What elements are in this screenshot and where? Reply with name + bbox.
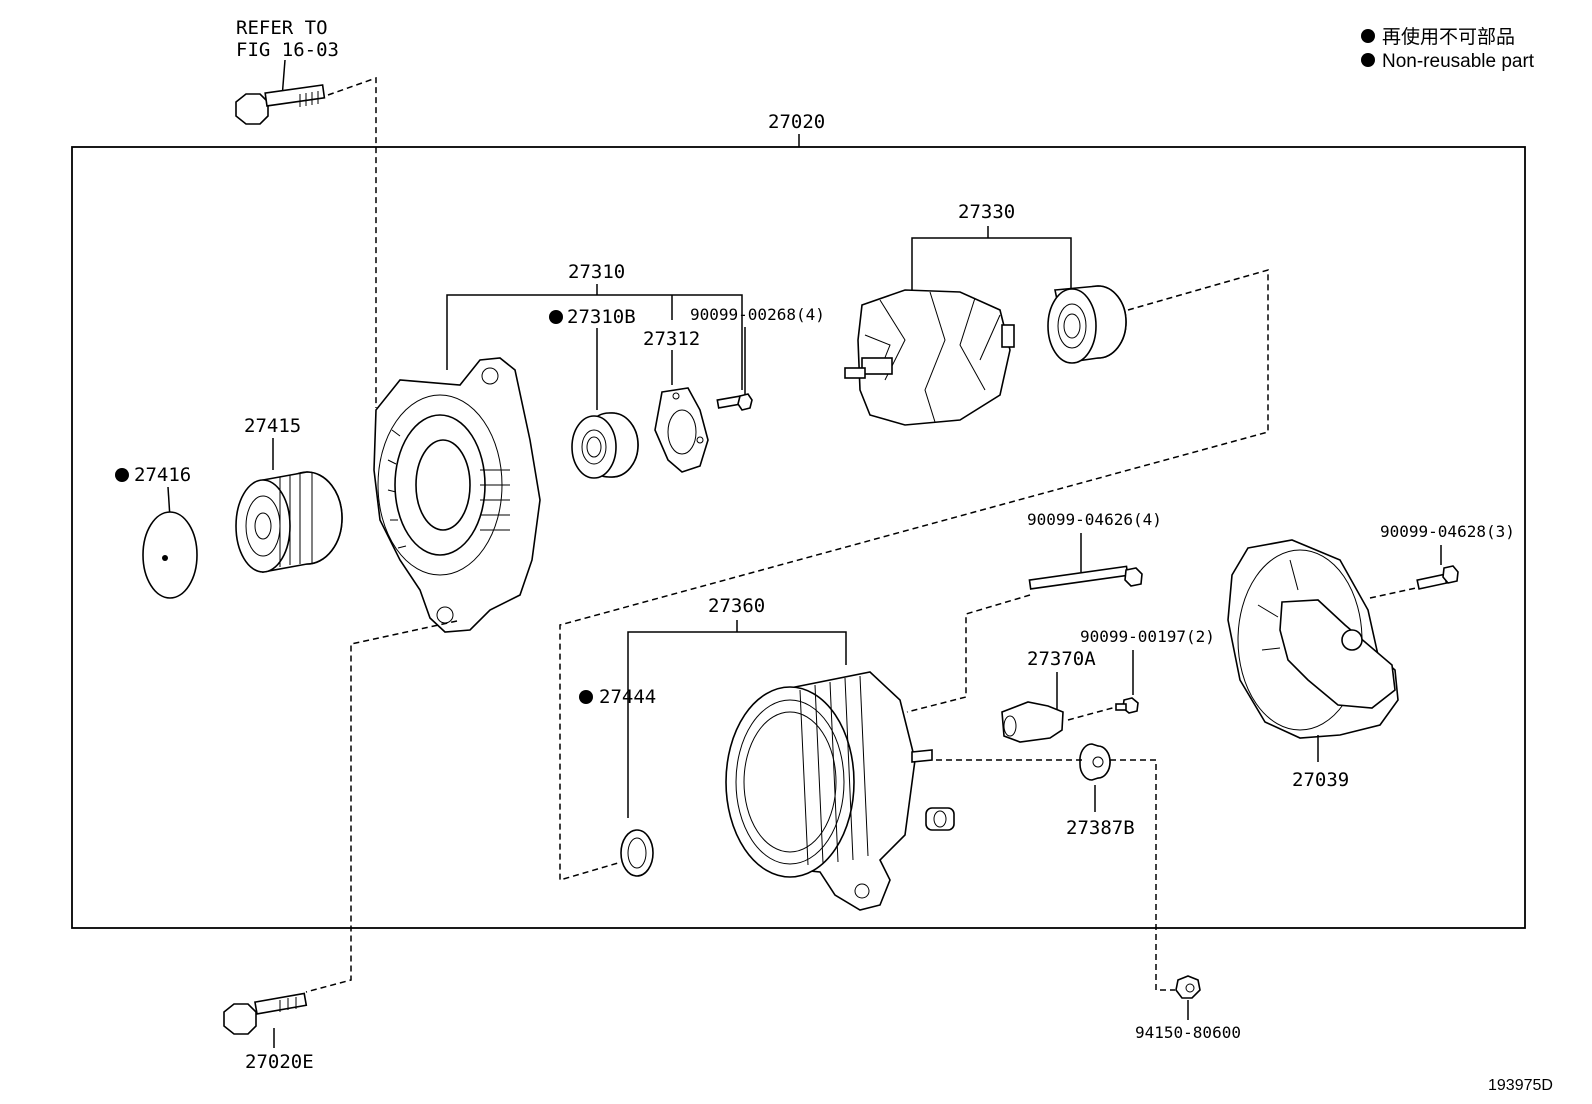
retainer-part [654,387,709,473]
refer-line2[interactable]: FIG 16-03 [236,39,339,61]
small-screw-part [1115,697,1139,714]
rear-bearing-part [1047,285,1127,364]
top-bolt [235,59,326,125]
callout-90099-04626[interactable]: 90099-04626(4) [1027,510,1162,529]
front-bearing-part [571,412,639,479]
callout-27416[interactable]: 27416 [134,464,191,486]
rear-cover-part [1227,539,1399,739]
leader-long-bolt [906,594,1031,713]
callout-27387b[interactable]: 27387B [1066,817,1135,839]
callout-27330[interactable]: 27330 [958,201,1015,223]
legend-jp: 再使用不可部品 [1382,26,1515,48]
leader-short-bolt [1369,587,1417,599]
figure-id: 193975D [1488,1077,1553,1094]
brush-holder-part [1001,701,1064,743]
callout-27444[interactable]: 27444 [599,686,656,708]
callout-27310b[interactable]: 27310B [567,306,636,328]
legend: 再使用不可部品 Non-reusable part [1361,26,1535,72]
terminal-insulator-part [1079,743,1111,781]
callout-90099-04628[interactable]: 90099-04628(3) [1380,522,1515,541]
callout-94150-80600[interactable]: 94150-80600 [1135,1023,1241,1042]
callout-27360[interactable]: 27360 [708,595,765,617]
drive-frame-part [373,357,541,633]
stator-frame-part [725,671,955,911]
screw-268-part [716,393,753,411]
callout-27020[interactable]: 27020 [768,111,825,133]
pulley-cap-part [142,511,198,599]
leader-rotor-stator [559,269,1269,882]
callout-27370a[interactable]: 27370A [1027,648,1096,670]
callout-27312[interactable]: 27312 [643,328,700,350]
pulley-part [235,471,343,573]
callout-27039[interactable]: 27039 [1292,769,1349,791]
refer-line1[interactable]: REFER TO [236,17,328,39]
leader-top-bolt [327,76,377,408]
washer-part [620,829,654,877]
nut-part [1175,975,1201,999]
callout-27020e[interactable]: 27020E [245,1051,314,1073]
rotor-part [844,289,1015,426]
callout-90099-00268[interactable]: 90099-00268(4) [690,305,825,324]
legend-en: Non-reusable part [1382,51,1535,72]
callout-90099-00197[interactable]: 90099-00197(2) [1080,627,1215,646]
short-bolt-part [1416,565,1459,590]
leader-brush [1067,706,1117,721]
leader-front-bolt [305,620,458,993]
callout-27415[interactable]: 27415 [244,415,301,437]
leader-nut [1110,759,1175,991]
front-bolt-part [223,992,308,1035]
callout-27310[interactable]: 27310 [568,261,625,283]
long-bolt-part [1028,565,1143,590]
